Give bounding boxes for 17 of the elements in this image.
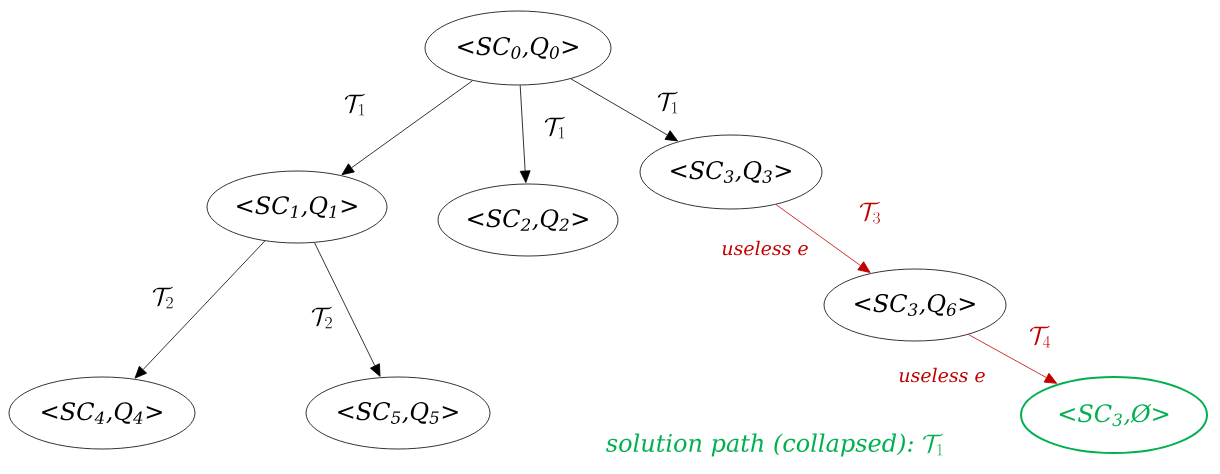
- arrow: [314, 242, 381, 377]
- edge-label: $\mathcal{T}_{1}$: [543, 116, 567, 140]
- edge-label: $\mathcal{T}_{2}$: [310, 306, 334, 330]
- arrow: [134, 240, 266, 379]
- edge-note: useless e: [722, 240, 808, 256]
- edge-label: $\mathcal{T}_{3}$: [858, 201, 882, 225]
- edge-label: $\mathcal{T}_{4}$: [1028, 325, 1052, 349]
- edge-label: $\mathcal{T}_{1}$: [656, 91, 680, 115]
- arrow: [775, 204, 871, 273]
- edge-label: $\mathcal{T}_{2}$: [151, 286, 175, 310]
- arrow: [968, 334, 1058, 384]
- arrow: [341, 80, 473, 176]
- arrow: [519, 85, 531, 183]
- edge-note: useless e: [899, 367, 985, 383]
- edge-label: $\mathcal{T}_{1}$: [343, 93, 367, 117]
- arrow: [570, 78, 678, 142]
- path-caption: $\textit{solution path (collapsed):}\ \mathcal{T}_{1}$: [606, 433, 943, 457]
